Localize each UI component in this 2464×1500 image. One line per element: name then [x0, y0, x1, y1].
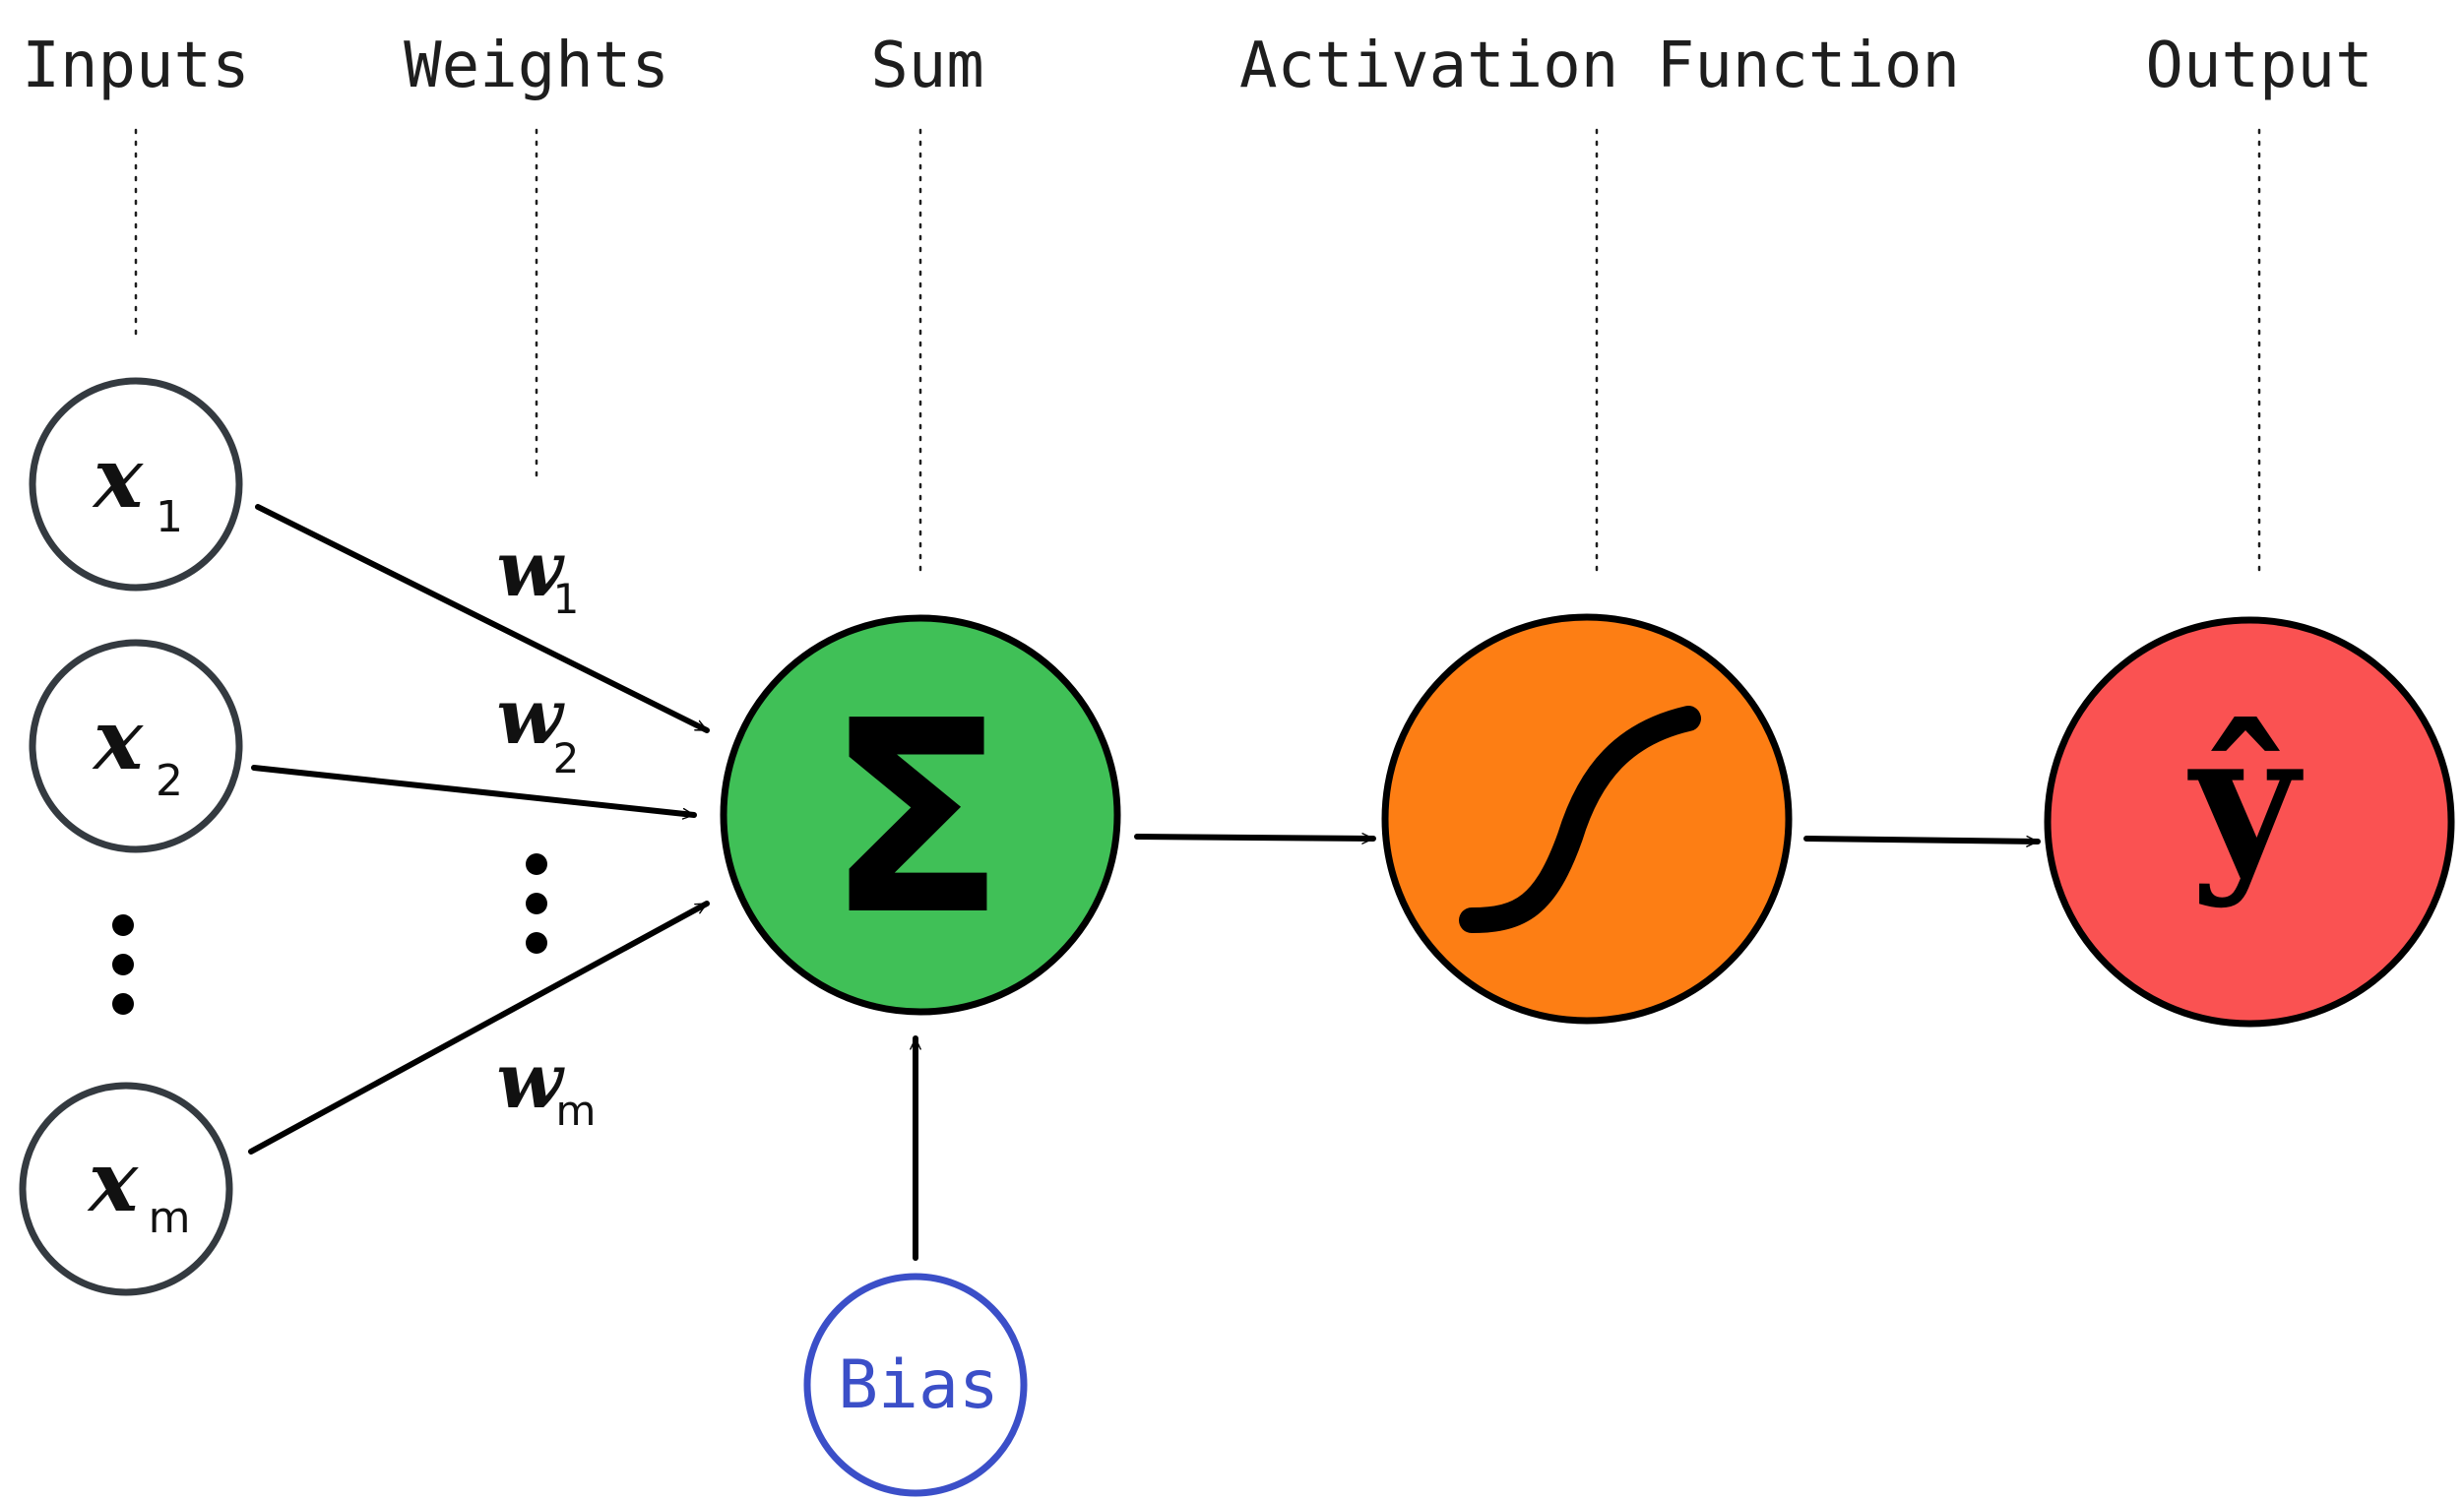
weights-ellipsis — [526, 853, 547, 954]
input-node-2-sub: 2 — [156, 756, 183, 806]
input-node-m: x m — [19, 1082, 233, 1296]
input-node-1: x 1 — [29, 377, 243, 592]
inputs-ellipsis-dot-3 — [112, 993, 134, 1015]
output-header: Output — [2145, 30, 2372, 102]
guide-lines — [134, 128, 2261, 578]
weights-ellipsis-dot-1 — [526, 853, 547, 875]
weight-1-var: w — [496, 525, 565, 614]
weight-label-1: w 1 — [496, 525, 579, 623]
input-node-2-circle — [29, 639, 243, 853]
weight-2-var: w — [496, 672, 565, 762]
weights-ellipsis-dot-2 — [526, 893, 547, 914]
sum-node: Σ — [720, 614, 1121, 1016]
sum-header: Sum — [870, 30, 984, 102]
input-node-1-var: x — [92, 429, 144, 527]
weight-1-sub: 1 — [553, 575, 580, 623]
input-node-m-circle — [19, 1082, 233, 1296]
input-node-2: x 2 — [29, 639, 243, 853]
sigmoid-icon — [1459, 706, 1701, 933]
weight-m-sub: m — [556, 1087, 597, 1135]
sigma-symbol: Σ — [825, 663, 1006, 973]
output-node-circle — [2044, 616, 2455, 1028]
arrow-x1-to-sum — [255, 504, 710, 733]
input-node-m-var: x — [87, 1133, 139, 1230]
output-node: ŷ — [2044, 616, 2455, 1028]
weight-2-sub: 2 — [553, 734, 580, 782]
output-yhat: ŷ — [2187, 691, 2304, 910]
inputs-ellipsis — [112, 914, 134, 1015]
arrow-activation-to-output — [1803, 839, 2041, 842]
inputs-header: Inputs — [22, 30, 249, 102]
arrow-x2-to-sum — [251, 765, 697, 815]
activation-header: Activation Function — [1239, 30, 1960, 102]
bias-label: Bias — [838, 1346, 999, 1424]
weights-ellipsis-dot-3 — [526, 932, 547, 954]
input-node-1-circle — [29, 377, 243, 592]
inputs-ellipsis-dot-1 — [112, 914, 134, 936]
weight-label-2: w 2 — [496, 672, 579, 782]
weight-m-var: w — [496, 1036, 565, 1126]
arrow-xm-to-sum — [248, 901, 710, 1155]
arrow-sum-to-activation — [1134, 837, 1376, 839]
activation-node — [1381, 613, 1793, 1025]
bias-node-circle — [803, 1273, 1028, 1497]
sum-node-circle — [720, 614, 1121, 1016]
inputs-ellipsis-dot-2 — [112, 954, 134, 975]
weights-header: Weights — [404, 30, 669, 102]
input-node-2-var: x — [92, 691, 144, 788]
input-node-m-sub: m — [149, 1193, 191, 1243]
input-node-1-sub: 1 — [156, 492, 183, 542]
weight-label-m: w m — [496, 1036, 596, 1135]
bias-node: Bias — [803, 1273, 1028, 1497]
